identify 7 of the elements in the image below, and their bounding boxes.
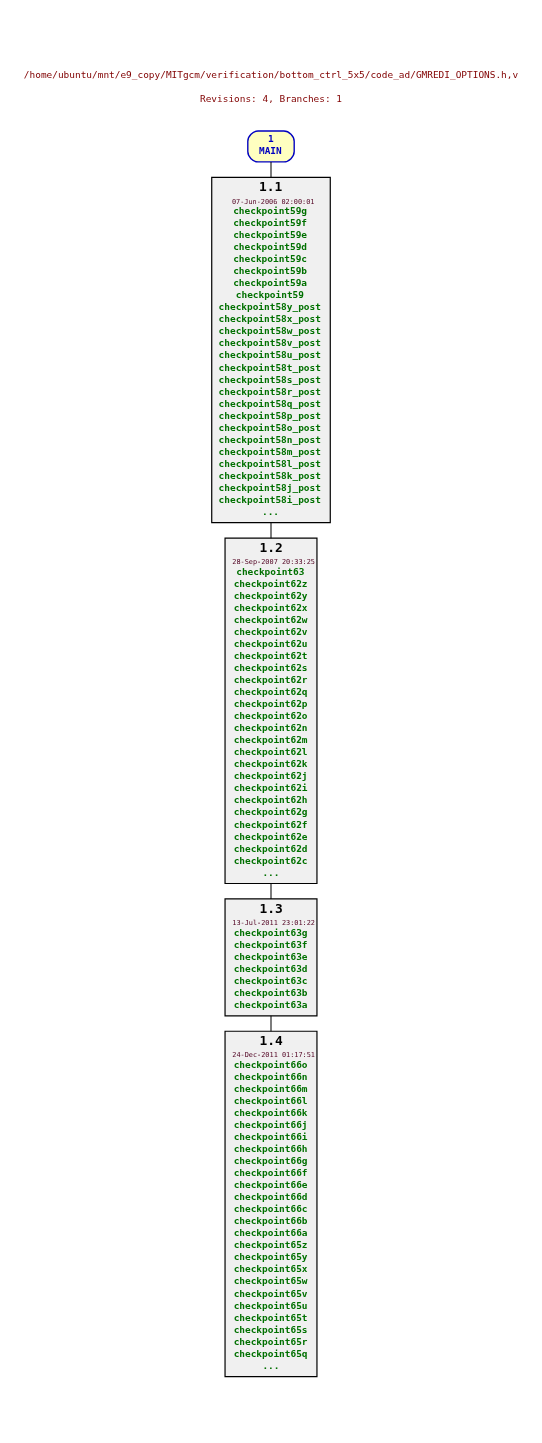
node-box: 1 MAIN <box>247 129 295 163</box>
connector <box>270 521 272 539</box>
connector <box>270 160 272 178</box>
label: Revisions: 4, Branches: 1 <box>199 92 343 104</box>
diagram-title: /home/ubuntu/mnt/e9_copy/MITgcm/verification/bottom_ctrl_5x5/code_ad/GMREDI_OPTIONS.h,v <box>23 68 519 80</box>
connector <box>270 882 272 899</box>
connector <box>270 1014 272 1032</box>
